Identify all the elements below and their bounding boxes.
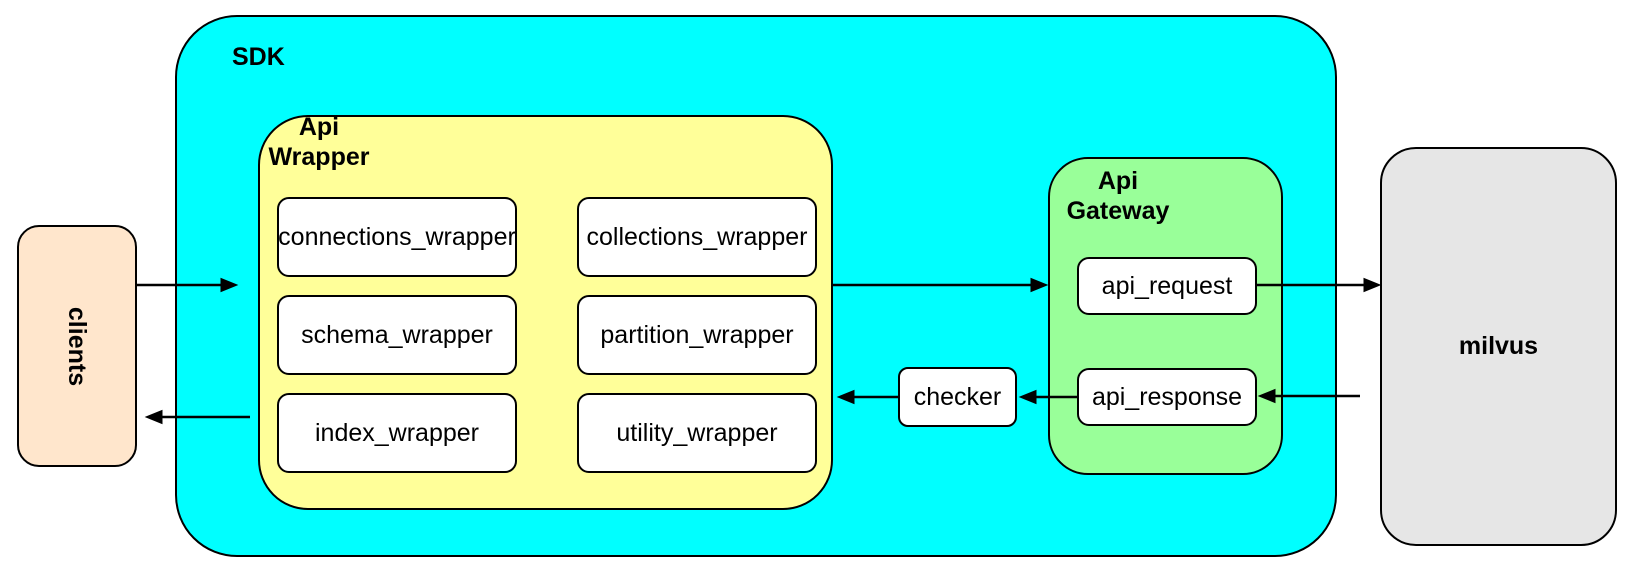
clients-label: clients <box>63 306 92 386</box>
api-gateway-label-line1: Api <box>1097 167 1139 195</box>
utility-wrapper-label: utility_wrapper <box>616 418 778 447</box>
milvus-node: milvus <box>1380 147 1617 546</box>
checker-label: checker <box>913 382 1002 411</box>
node-connections-wrapper: connections_wrapper <box>277 197 517 277</box>
node-api-request: api_request <box>1077 257 1257 315</box>
collections-wrapper-label: collections_wrapper <box>586 222 808 251</box>
api-gateway-label-line2: Gateway <box>1066 197 1170 225</box>
api-request-label: api_request <box>1101 271 1233 300</box>
api-wrapper-label: Api Wrapper <box>269 112 370 172</box>
node-index-wrapper: index_wrapper <box>277 393 517 473</box>
api-gateway-label: Api Gateway <box>1067 166 1170 226</box>
node-api-response: api_response <box>1077 368 1257 426</box>
node-collections-wrapper: collections_wrapper <box>577 197 817 277</box>
api-wrapper-label-line1: Api <box>298 113 340 141</box>
sdk-label: SDK <box>232 43 285 71</box>
index-wrapper-label: index_wrapper <box>315 418 479 447</box>
node-schema-wrapper: schema_wrapper <box>277 295 517 375</box>
node-partition-wrapper: partition_wrapper <box>577 295 817 375</box>
api-wrapper-label-line2: Wrapper <box>268 143 370 171</box>
partition-wrapper-label: partition_wrapper <box>600 320 794 349</box>
connections-wrapper-label: connections_wrapper <box>278 222 516 251</box>
schema-wrapper-label: schema_wrapper <box>301 320 493 349</box>
milvus-label: milvus <box>1458 332 1539 360</box>
node-checker: checker <box>898 367 1017 427</box>
api-response-label: api_response <box>1091 382 1243 411</box>
node-utility-wrapper: utility_wrapper <box>577 393 817 473</box>
clients-node: clients <box>17 225 137 467</box>
